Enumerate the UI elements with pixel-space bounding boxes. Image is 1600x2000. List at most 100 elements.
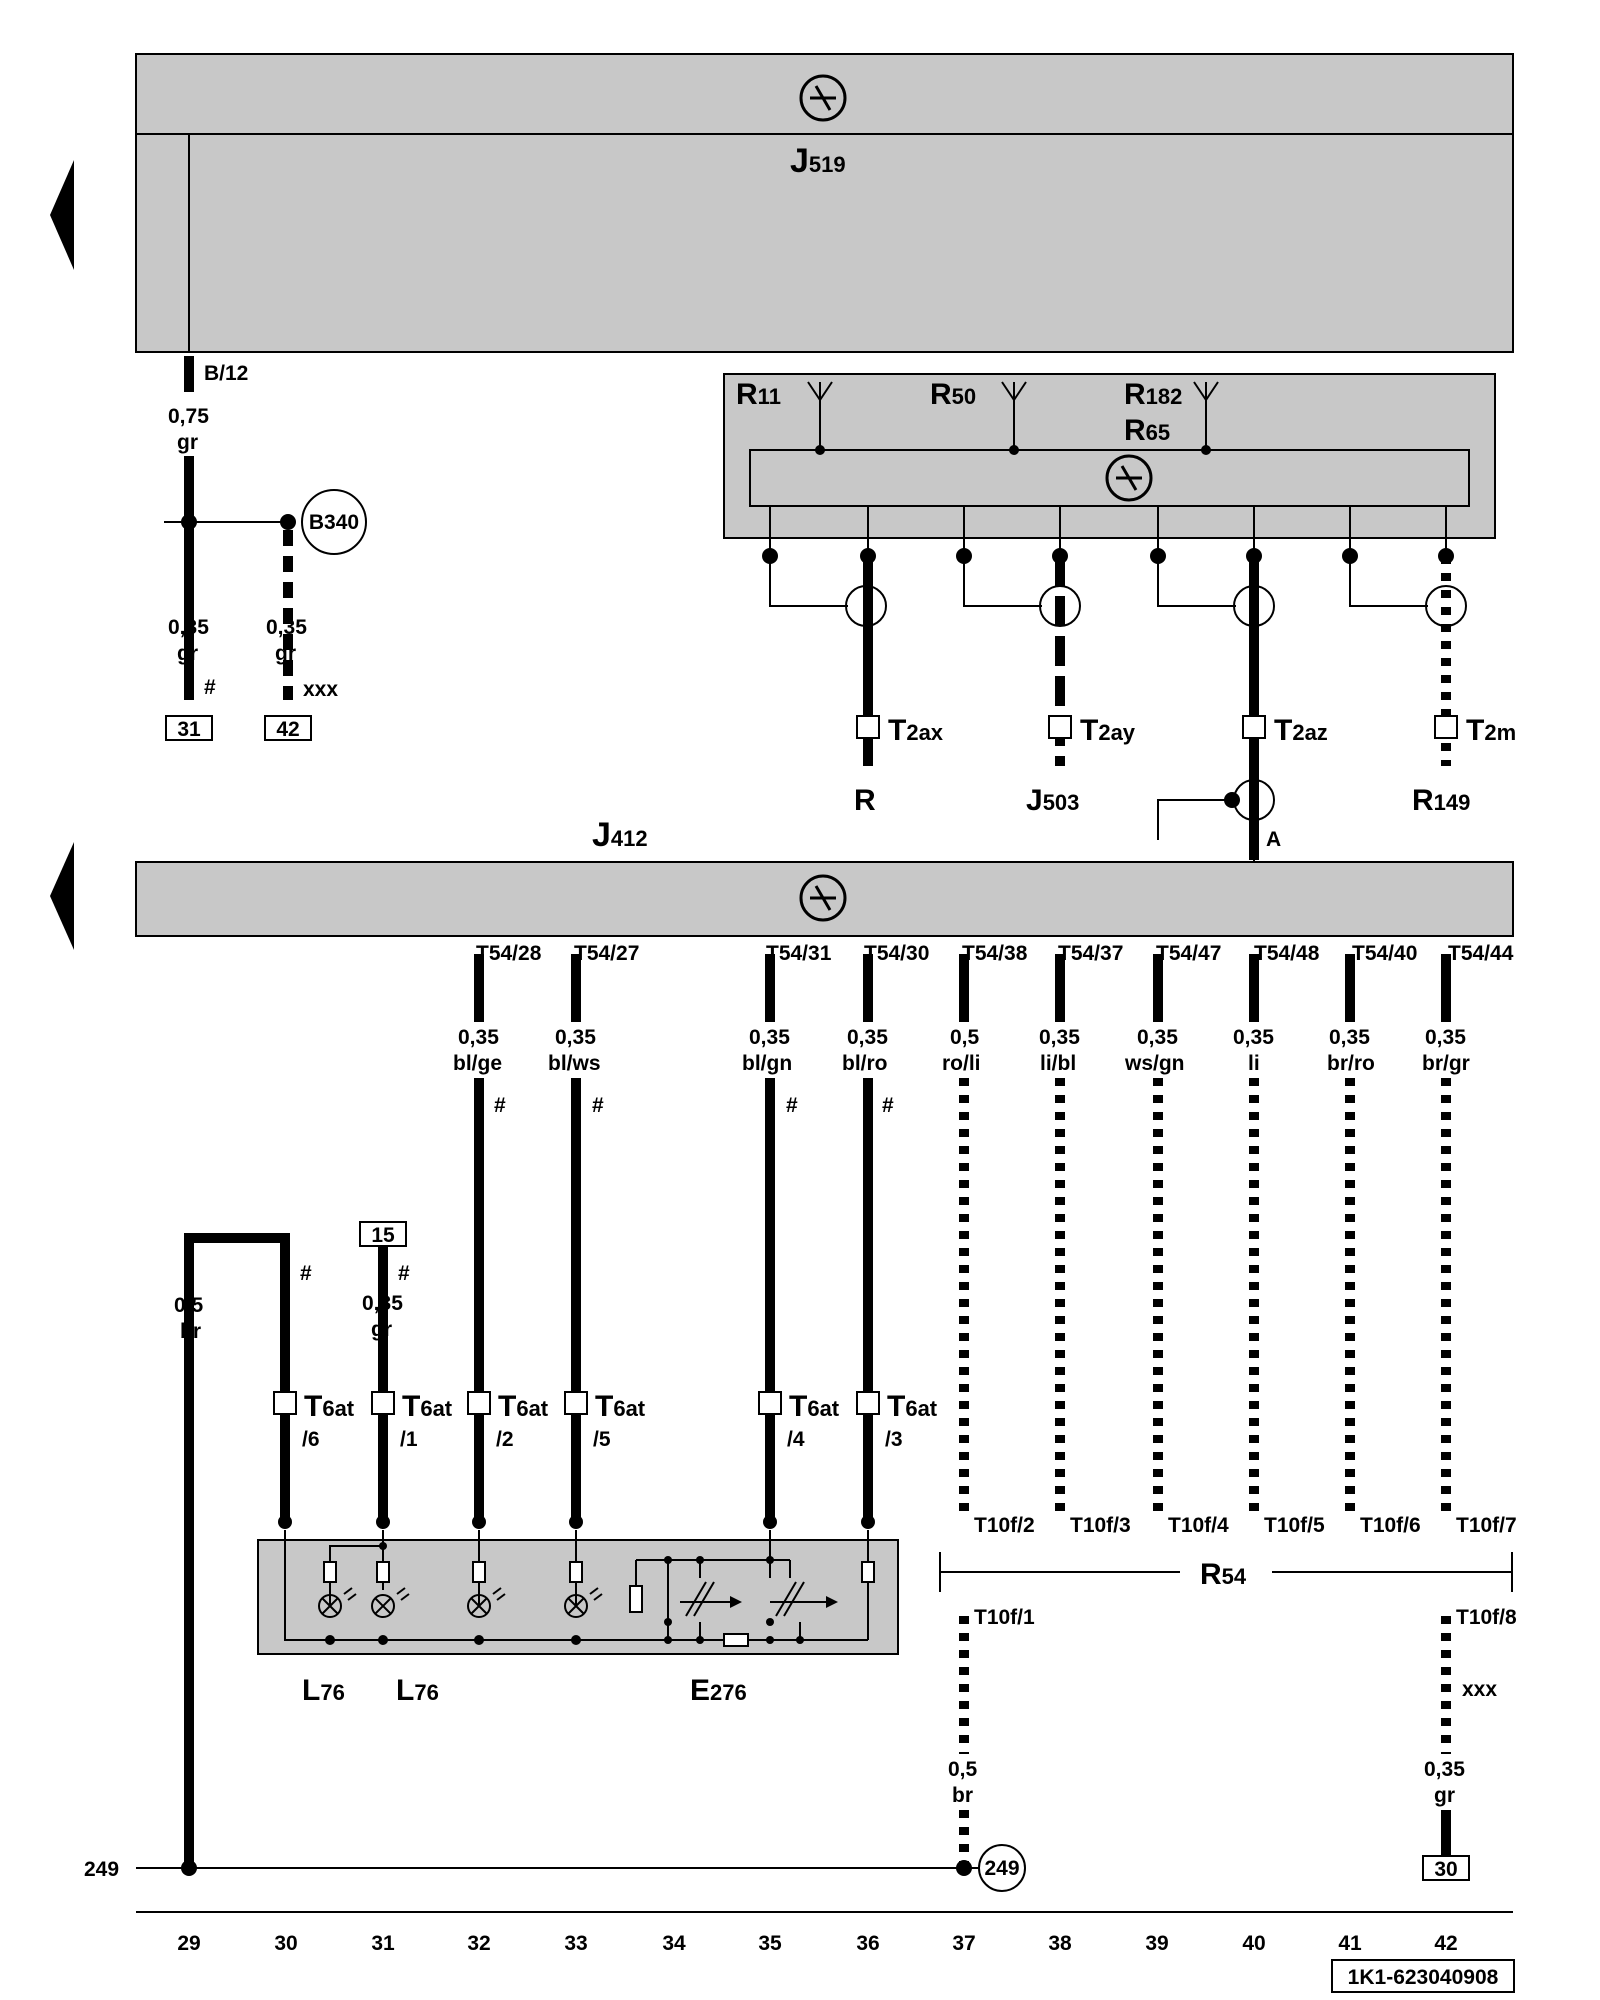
shield-to-j412: A	[1157, 779, 1281, 862]
svg-text:0,35: 0,35	[1233, 1026, 1274, 1049]
svg-text:T10f/3: T10f/3	[1070, 1514, 1131, 1537]
svg-text:gr: gr	[177, 431, 198, 454]
svg-text:29: 29	[177, 1932, 200, 1955]
svg-text:bl/ws: bl/ws	[548, 1052, 601, 1075]
svg-text:31: 31	[371, 1932, 395, 1955]
svg-text:T10f/8: T10f/8	[1456, 1606, 1517, 1629]
svg-text:br: br	[952, 1784, 973, 1807]
continue-left-arrow-mid[interactable]	[50, 842, 74, 950]
svg-text:38: 38	[1048, 1932, 1072, 1955]
svg-text:ws/gn: ws/gn	[1124, 1052, 1185, 1075]
svg-text:39: 39	[1145, 1932, 1168, 1955]
svg-text:0,35: 0,35	[749, 1026, 790, 1049]
svg-text:0,35: 0,35	[168, 616, 209, 639]
svg-text:T54/37: T54/37	[1058, 942, 1123, 965]
svg-text:R65: R65	[1124, 414, 1170, 447]
svg-text:/6: /6	[302, 1428, 320, 1451]
svg-text:T54/27: T54/27	[574, 942, 639, 965]
target-r149: R149	[1412, 784, 1470, 817]
antenna-r50: R50	[930, 378, 1027, 455]
target-r: R	[854, 784, 876, 817]
svg-text:bl/gn: bl/gn	[742, 1052, 792, 1075]
svg-text:T10f/6: T10f/6	[1360, 1514, 1421, 1537]
component-l76-b: L76	[396, 1674, 439, 1707]
svg-text:#: #	[786, 1094, 798, 1117]
svg-text:T6at: T6at	[402, 1390, 453, 1423]
svg-text:0,75: 0,75	[168, 405, 209, 428]
svg-text:gr: gr	[275, 642, 296, 665]
j519-label: J519	[790, 142, 846, 180]
svg-text:0,35: 0,35	[1137, 1026, 1178, 1049]
antenna-module: R11 R50 R182 R65	[723, 373, 1496, 539]
svg-text:34: 34	[662, 1932, 686, 1955]
svg-text:42: 42	[1434, 1932, 1457, 1955]
svg-text:T10f/2: T10f/2	[974, 1514, 1035, 1537]
svg-text:15: 15	[371, 1224, 395, 1247]
j519-control-unit: J519	[135, 53, 1514, 353]
top-left-wiring: B/12 0,75 gr B340 0,35 gr # 31 0,35 gr x…	[164, 134, 367, 741]
svg-text:br/gr: br/gr	[1422, 1052, 1470, 1075]
svg-text:T6at: T6at	[887, 1390, 938, 1423]
svg-text:0,35: 0,35	[458, 1026, 499, 1049]
svg-text:T10f/4: T10f/4	[1168, 1514, 1229, 1537]
svg-text:#: #	[398, 1262, 410, 1285]
svg-text:40: 40	[1242, 1932, 1265, 1955]
svg-text:/2: /2	[496, 1428, 514, 1451]
svg-text:T54/44: T54/44	[1448, 942, 1514, 965]
t6at-connectors: T6at /6 T6at /1 T6at /2 T6at /5 T6at /4 …	[273, 1390, 938, 1520]
svg-text:T54/28: T54/28	[476, 942, 542, 965]
svg-text:0,35: 0,35	[1329, 1026, 1370, 1049]
svg-text:xxx: xxx	[1462, 1678, 1497, 1701]
svg-text:0,35: 0,35	[1039, 1026, 1080, 1049]
svg-text:37: 37	[952, 1932, 975, 1955]
svg-text:bl/ge: bl/ge	[453, 1052, 502, 1075]
component-e276: E276	[690, 1674, 747, 1707]
switch-icon	[629, 1530, 838, 1647]
svg-text:33: 33	[564, 1932, 587, 1955]
svg-text:#: #	[882, 1094, 894, 1117]
svg-text:li: li	[1248, 1052, 1260, 1075]
svg-text:0,35: 0,35	[1424, 1758, 1465, 1781]
svg-text:0,35: 0,35	[362, 1292, 403, 1315]
svg-text:br/ro: br/ro	[1327, 1052, 1375, 1075]
svg-text:T54/48: T54/48	[1254, 942, 1320, 965]
svg-text:1K1-623040908: 1K1-623040908	[1348, 1966, 1499, 1989]
svg-text:li/bl: li/bl	[1040, 1052, 1076, 1075]
svg-text:42: 42	[276, 718, 299, 741]
lamp-icon	[318, 1587, 357, 1618]
svg-text:/1: /1	[400, 1428, 418, 1451]
switch-unit-e276: L76 L76 E276	[257, 1515, 899, 1707]
svg-text:#: #	[204, 676, 216, 699]
terminal-31	[165, 715, 213, 741]
svg-text:249: 249	[84, 1858, 119, 1881]
ground-connection-b340	[301, 489, 367, 555]
svg-text:R50: R50	[930, 378, 976, 411]
connector-t2ay: T2ay	[1080, 714, 1136, 747]
svg-text:xxx: xxx	[303, 678, 338, 701]
svg-text:/4: /4	[787, 1428, 805, 1451]
svg-text:T54/38: T54/38	[962, 942, 1028, 965]
lamp-icon	[564, 1587, 603, 1618]
svg-text:0,35: 0,35	[555, 1026, 596, 1049]
svg-text:ro/li: ro/li	[942, 1052, 981, 1075]
svg-text:gr: gr	[177, 642, 198, 665]
svg-text:31: 31	[177, 718, 201, 741]
svg-text:#: #	[494, 1094, 506, 1117]
svg-text:br: br	[180, 1320, 201, 1343]
antenna-connectors: T2ax R T2ay J503 T2az T2m R149	[854, 714, 1516, 817]
ground-line-249: 249	[84, 1858, 979, 1881]
svg-text:T54/40: T54/40	[1352, 942, 1417, 965]
svg-text:0,5: 0,5	[174, 1294, 204, 1317]
svg-text:35: 35	[758, 1932, 782, 1955]
svg-text:gr: gr	[1434, 1784, 1455, 1807]
svg-text:0,35: 0,35	[1425, 1026, 1466, 1049]
svg-text:B340: B340	[309, 511, 359, 534]
target-j503: J503	[1026, 784, 1079, 817]
svg-text:36: 36	[856, 1932, 879, 1955]
continue-left-arrow-top[interactable]	[50, 160, 74, 270]
svg-text:41: 41	[1338, 1932, 1362, 1955]
lamp-icon	[467, 1587, 506, 1618]
connector-t2m: T2m	[1466, 714, 1516, 747]
svg-text:30: 30	[274, 1932, 297, 1955]
terminal-42	[264, 715, 312, 741]
